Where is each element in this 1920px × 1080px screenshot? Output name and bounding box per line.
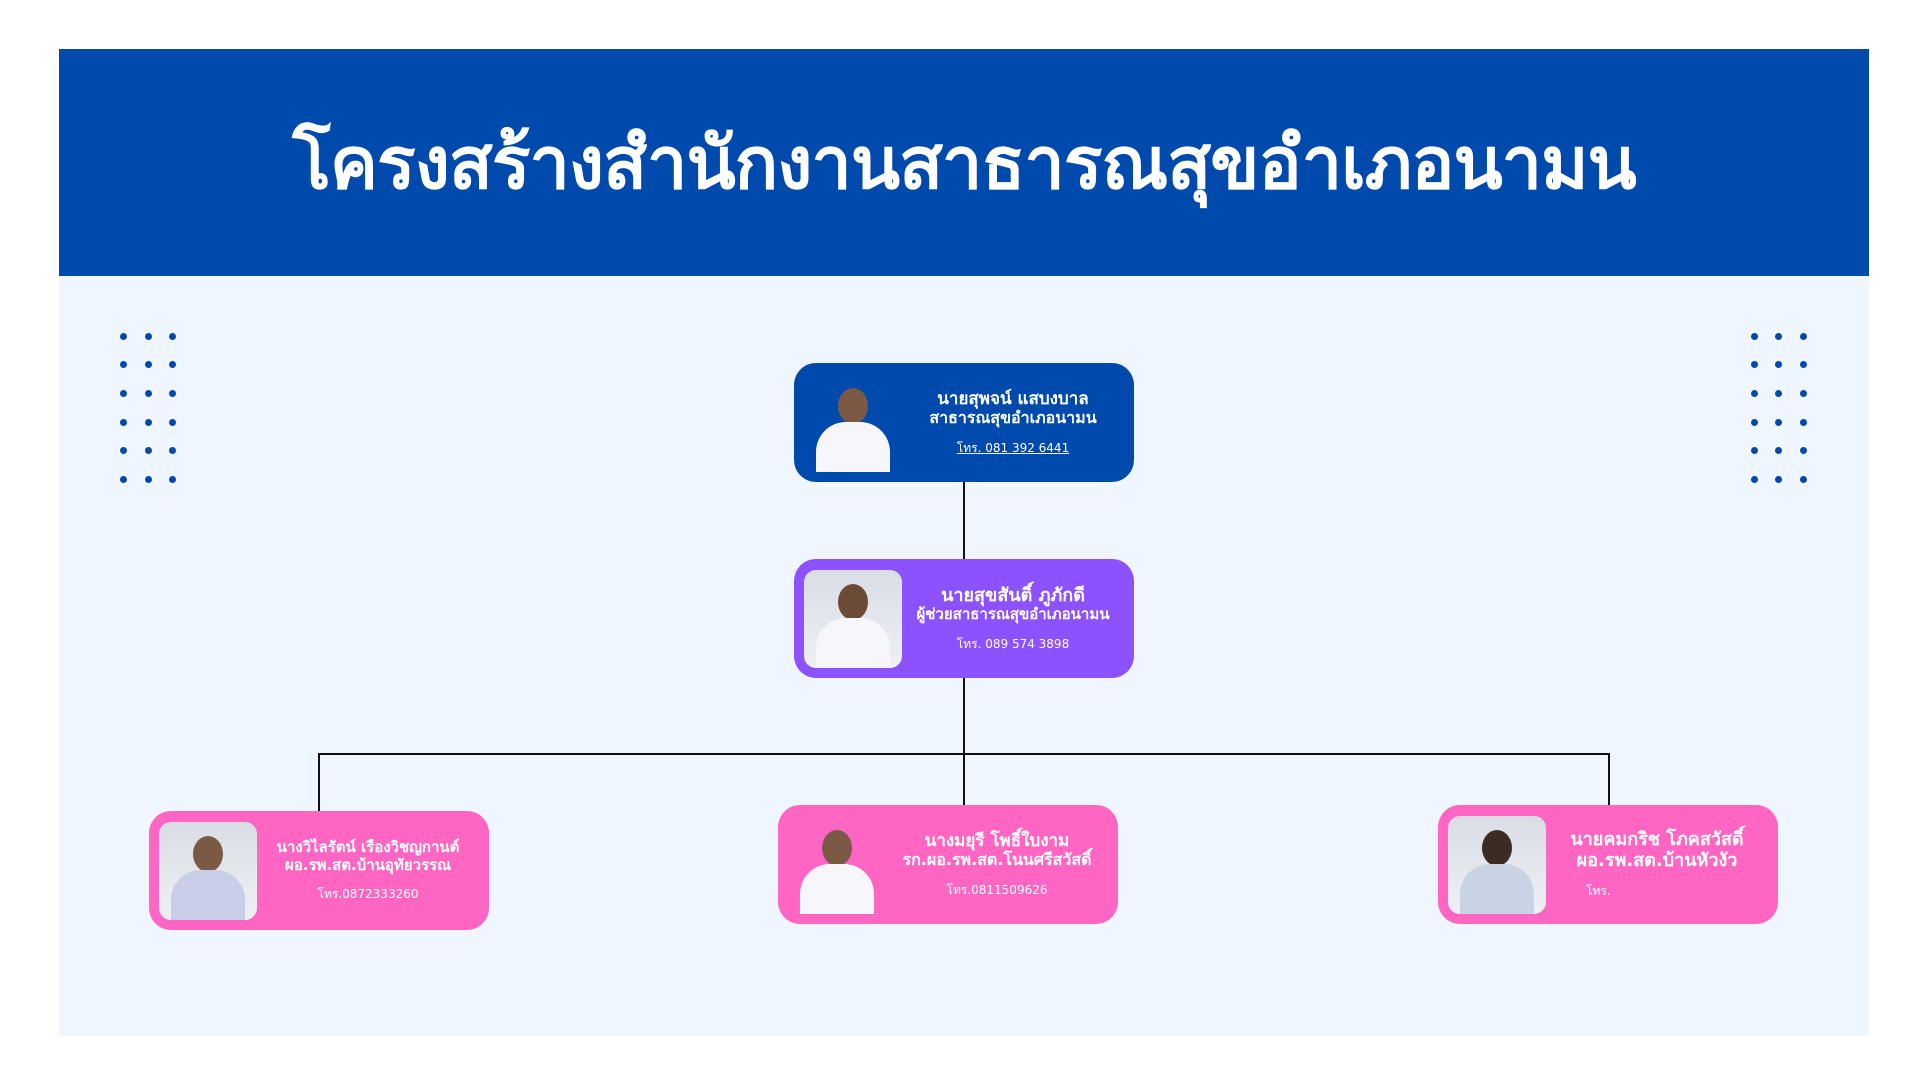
decorative-dot xyxy=(169,476,176,483)
decorative-dot xyxy=(169,390,176,397)
page-title: โครงสร้างสำนักงานสาธารณสุขอำเภอนามน xyxy=(292,121,1637,205)
person-role: ผอ.รพ.สต.บ้านอุทัยวรรณ xyxy=(284,855,452,874)
decorative-dot xyxy=(1800,419,1807,426)
avatar xyxy=(788,816,886,914)
staff-card: นางมยุรี โพธิ์ใบงามรก.ผอ.รพ.สต.โนนศรีสวั… xyxy=(778,805,1118,924)
decorative-dot xyxy=(169,361,176,368)
decorative-dot xyxy=(169,447,176,454)
decorative-dot xyxy=(169,333,176,340)
person-role: สาธารณสุขอำเภอนามน xyxy=(929,408,1097,428)
decorative-dot xyxy=(120,361,127,368)
decorative-dot xyxy=(120,419,127,426)
decorative-dot xyxy=(1751,361,1758,368)
person-phone: โทร. 089 574 3898 xyxy=(956,636,1070,651)
person-name: นายคมกริช โภคสวัสดิ์ xyxy=(1570,828,1744,850)
decorative-dot xyxy=(1775,419,1782,426)
decorative-dot xyxy=(1775,333,1782,340)
connector-line xyxy=(963,482,965,559)
avatar xyxy=(804,569,902,668)
decorative-dot xyxy=(1775,390,1782,397)
person-name: นางวิไลรัตน์ เรืองวิชญกานต์ xyxy=(276,838,460,857)
decorative-dot xyxy=(145,361,152,368)
decorative-dot xyxy=(169,419,176,426)
decorative-dot xyxy=(1800,361,1807,368)
decorative-dot xyxy=(1751,476,1758,483)
person-name: นางมยุรี โพธิ์ใบงาม xyxy=(924,830,1070,851)
decorative-dot xyxy=(145,390,152,397)
connector-line xyxy=(318,753,320,811)
decorative-dot xyxy=(120,447,127,454)
decorative-dot xyxy=(1800,447,1807,454)
assistant-card: นายสุขสันติ์ ภูภักดีผู้ช่วยสาธารณสุขอำเภ… xyxy=(794,559,1134,678)
decorative-dot xyxy=(145,419,152,426)
decorative-dot xyxy=(1800,390,1807,397)
connector-line xyxy=(963,678,965,805)
decorative-dot xyxy=(1800,333,1807,340)
avatar xyxy=(804,374,902,472)
connector-line xyxy=(1608,753,1610,805)
decorative-dot xyxy=(145,447,152,454)
decorative-dot xyxy=(1775,361,1782,368)
avatar xyxy=(1448,815,1546,914)
director-card: นายสุพจน์ แสบงบาลสาธารณสุขอำเภอนามนโทร. … xyxy=(794,363,1134,482)
person-role: รก.ผอ.รพ.สต.โนนศรีสวัสดิ์ xyxy=(902,850,1092,870)
staff-card: นายคมกริช โภคสวัสดิ์ผอ.รพ.สต.บ้านหัวงัวโ… xyxy=(1438,805,1778,924)
decorative-dot xyxy=(145,476,152,483)
decorative-dot xyxy=(120,333,127,340)
avatar xyxy=(159,821,257,920)
decorative-dot xyxy=(120,390,127,397)
person-role: ผู้ช่วยสาธารณสุขอำเภอนามน xyxy=(916,605,1110,624)
person-phone: โทร.0811509626 xyxy=(946,882,1048,897)
person-phone: โทร.0872333260 xyxy=(317,886,419,901)
person-name: นายสุขสันติ์ ภูภักดี xyxy=(941,584,1085,606)
decorative-dot xyxy=(120,476,127,483)
person-phone: โทร. xyxy=(1586,884,1611,899)
phone-link[interactable]: โทร. 081 392 6441 xyxy=(956,440,1070,455)
decorative-dot xyxy=(1751,333,1758,340)
decorative-dot xyxy=(1751,447,1758,454)
connector-line xyxy=(318,753,1610,755)
decorative-dot xyxy=(1751,390,1758,397)
decorative-dot xyxy=(1751,419,1758,426)
decorative-dot xyxy=(145,333,152,340)
person-role: ผอ.รพ.สต.บ้านหัวงัว xyxy=(1576,849,1738,871)
decorative-dot xyxy=(1775,447,1782,454)
person-name: นายสุพจน์ แสบงบาล xyxy=(937,388,1089,409)
title-banner: โครงสร้างสำนักงานสาธารณสุขอำเภอนามน xyxy=(59,49,1869,276)
staff-card: นางวิไลรัตน์ เรืองวิชญกานต์ผอ.รพ.สต.บ้าน… xyxy=(149,811,489,930)
decorative-dot xyxy=(1800,476,1807,483)
decorative-dot xyxy=(1775,476,1782,483)
